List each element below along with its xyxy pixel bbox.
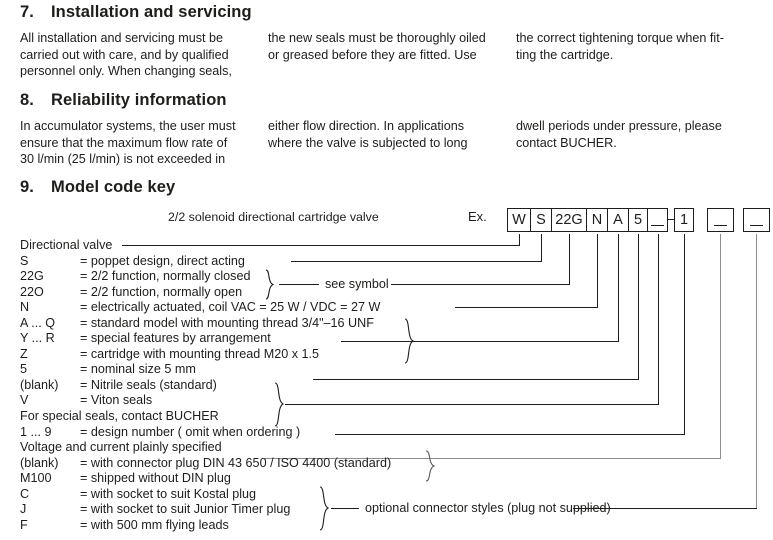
legend-desc: = cartridge with mounting thread M20 x 1… — [80, 346, 320, 361]
code-box-3[interactable]: 22G — [552, 208, 587, 232]
legend-key: A ... Q — [20, 315, 55, 330]
optional-connector-leader-left — [331, 508, 359, 510]
see-symbol-leader-left — [279, 284, 319, 286]
section-8-column-1: In accumulator systems, the user must en… — [20, 118, 260, 168]
legend-desc: = with socket to suit Junior Timer plug — [80, 502, 291, 517]
code-box-1[interactable]: W — [507, 208, 531, 232]
code-box-value: W — [512, 212, 526, 228]
code-box-value: N — [591, 212, 603, 228]
see-symbol-label: see symbol — [325, 277, 389, 291]
section-7-title: Installation and servicing — [51, 3, 252, 21]
code-separator-dash — [668, 219, 674, 221]
brace-optional-connector — [318, 486, 331, 531]
legend-key: C — [20, 486, 30, 501]
brace-seals — [273, 382, 286, 427]
paragraph-line: the new seals must be thoroughly oiled — [268, 31, 486, 45]
legend-key: 1 ... 9 — [20, 424, 52, 439]
legend-desc: = with connector plug DIN 43 650 / ISO 4… — [80, 455, 392, 470]
brace-see-symbol — [264, 269, 276, 300]
optional-connector-label: optional connector styles (plug not supp… — [365, 501, 611, 515]
brace-mounting-thread — [403, 318, 416, 364]
code-box-value: 1 — [679, 212, 689, 228]
section-9-title: Model code key — [51, 178, 176, 196]
code-box-value: A — [613, 212, 623, 228]
brace-connector-plug — [424, 450, 437, 482]
legend-key: For special seals, contact BUCHER — [20, 409, 219, 424]
legend-key: S — [20, 253, 29, 268]
code-box-6[interactable]: 5 — [629, 208, 648, 232]
paragraph-line: 30 l/min (25 l/min) is not exceeded in — [20, 152, 226, 167]
legend-key: (blank) — [20, 455, 59, 470]
legend-desc: = standard model with mounting thread 3/… — [80, 315, 374, 330]
legend-key: 5 — [20, 362, 28, 377]
legend-desc: = 2/2 function, normally closed — [80, 269, 251, 284]
legend-key: M100 — [20, 471, 52, 486]
paragraph-line: the correct tightening torque when fit- — [516, 31, 724, 45]
code-box-value: 22G — [555, 212, 583, 228]
legend-desc: = nominal size 5 mm — [80, 362, 196, 377]
legend-desc: = with 500 mm flying leads — [80, 517, 229, 532]
legend-key: Y ... R — [20, 331, 55, 346]
legend-key: V — [20, 393, 29, 408]
legend-desc: = special features by arrangement — [80, 331, 271, 346]
legend-key: J — [20, 502, 27, 517]
paragraph-line: where the valve is subjected to long — [268, 135, 468, 150]
legend-desc: = electrically actuated, coil VAC = 25 W… — [80, 300, 381, 315]
paragraph-line: All installation and servicing must be — [20, 31, 224, 45]
legend-desc: = shipped without DIN plug — [80, 471, 231, 486]
section-7-column-2: the new seals must be thoroughly oiled o… — [268, 30, 508, 63]
legend-key: 22G — [20, 269, 44, 284]
section-7-column-3: the correct tightening torque when fit- … — [516, 30, 758, 63]
paragraph-line: ensure that the maximum flow rate of — [20, 135, 228, 150]
paragraph-line: or greased before they are fitted. Use — [268, 47, 477, 62]
legend-desc: = with socket to suit Kostal plug — [80, 486, 257, 501]
paragraph-line: dwell periods under pressure, please — [516, 119, 722, 133]
section-9-heading: 9. Model code key — [20, 178, 175, 197]
paragraph-line: contact BUCHER. — [516, 135, 617, 150]
section-9-number: 9. — [20, 178, 34, 196]
blank-underscore — [714, 214, 727, 226]
code-box-value: 5 — [633, 212, 643, 228]
section-8-column-3: dwell periods under pressure, please con… — [516, 118, 758, 151]
blank-underscore — [651, 214, 664, 226]
section-8-heading: 8. Reliability information — [20, 91, 227, 110]
legend-desc: = poppet design, direct acting — [80, 253, 245, 268]
paragraph-line: personnel only. When changing seals, — [20, 64, 232, 79]
paragraph-line: carried out with care, and by qualified — [20, 47, 229, 62]
legend-desc: = Viton seals — [80, 393, 153, 408]
section-7-number: 7. — [20, 3, 34, 21]
code-box-5[interactable]: A — [608, 208, 629, 232]
model-code-caption: 2/2 solenoid directional cartridge valve — [168, 210, 379, 224]
section-7-heading: 7. Installation and servicing — [20, 3, 252, 22]
code-box-7-blank[interactable] — [648, 208, 668, 232]
legend-key: (blank) — [20, 377, 59, 392]
legend-key: N — [20, 300, 30, 315]
section-8-column-2: either flow direction. In applications w… — [268, 118, 508, 151]
section-8-title: Reliability information — [51, 91, 227, 109]
code-box-10-blank[interactable] — [743, 208, 770, 232]
code-box-9-blank[interactable] — [707, 208, 734, 232]
legend-desc: = 2/2 function, normally open — [80, 284, 243, 299]
legend-key: Voltage and current plainly specified — [20, 440, 222, 455]
legend-key: Directional valve — [20, 238, 113, 252]
code-box-8[interactable]: 1 — [674, 208, 694, 232]
legend-key: F — [20, 517, 28, 532]
code-box-value: S — [536, 212, 546, 228]
model-code-boxes: W S 22G N A 5 1 — [0, 208, 773, 234]
example-label: Ex. — [468, 209, 487, 224]
code-box-4[interactable]: N — [587, 208, 608, 232]
paragraph-line: ting the cartridge. — [516, 47, 614, 62]
paragraph-line: In accumulator systems, the user must — [20, 119, 236, 133]
section-7-column-1: All installation and servicing must be c… — [20, 30, 260, 80]
legend-key: Z — [20, 346, 28, 361]
blank-underscore — [750, 214, 763, 226]
legend-desc: = Nitrile seals (standard) — [80, 377, 217, 392]
section-8-number: 8. — [20, 91, 34, 109]
legend-desc: = design number ( omit when ordering ) — [80, 424, 301, 439]
code-box-2[interactable]: S — [531, 208, 552, 232]
paragraph-line: either flow direction. In applications — [268, 119, 465, 133]
legend-key: 22O — [20, 284, 44, 299]
